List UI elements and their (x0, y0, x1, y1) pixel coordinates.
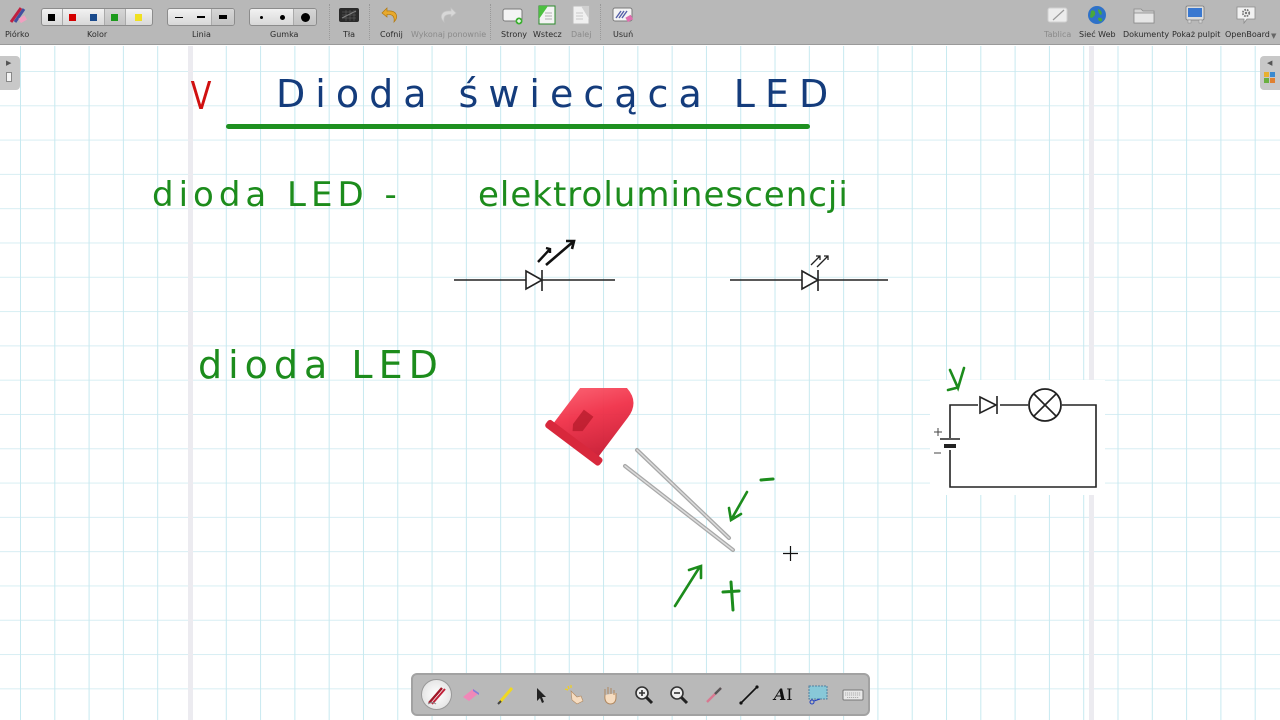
text-icon: AI (773, 685, 793, 704)
folder-icon (1133, 8, 1155, 24)
next-page-icon (572, 5, 590, 25)
led-image (545, 388, 735, 552)
select-tool-button[interactable] (525, 679, 556, 710)
pages-thumbnail-icon (6, 72, 12, 82)
library-icon (1270, 72, 1275, 77)
color-black[interactable] (42, 9, 63, 25)
line-thin[interactable] (168, 9, 190, 25)
redo-icon (441, 7, 457, 24)
web-button[interactable]: Sieć Web (1078, 0, 1116, 45)
page-left-edge (188, 46, 193, 720)
screen-capture-icon (808, 685, 828, 704)
led-symbol-handdrawn (454, 239, 615, 291)
new-page-icon (502, 8, 523, 25)
color-yellow[interactable] (126, 9, 153, 25)
interact-tool-button[interactable] (560, 679, 591, 710)
top-toolbar: Piórko Kolor Linia Gumka Tła Cofnij (0, 0, 1280, 45)
show-desktop-button[interactable]: Pokaż pulpit (1171, 0, 1220, 45)
color-selector (41, 8, 153, 26)
check-mark: V (190, 74, 212, 118)
right-panel-toggle[interactable]: ◀ (1260, 56, 1280, 90)
toolbar-separator (600, 4, 601, 40)
gear-icon (1236, 6, 1256, 25)
pages-button[interactable]: Strony (499, 0, 527, 45)
circuit-diagram (930, 366, 1105, 495)
handwritten-title: Dioda świecąca LED (276, 72, 839, 116)
clear-page-button[interactable]: Usuń (610, 0, 636, 45)
led-polarity-annotations (673, 477, 775, 612)
expand-right-icon: ▶ (6, 59, 12, 67)
highlighter-icon (497, 686, 513, 705)
color-red[interactable] (63, 9, 84, 25)
line-thick[interactable] (212, 9, 234, 25)
line-tool-button[interactable] (733, 679, 764, 710)
grid-background-icon (339, 8, 359, 22)
title-underline (226, 124, 810, 129)
previous-page-button[interactable]: Wstecz (531, 0, 563, 45)
pen-button[interactable]: Piórko (2, 0, 32, 45)
undo-icon (381, 7, 397, 24)
zoom-out-icon (670, 685, 689, 704)
eraser-size-selector (249, 8, 317, 26)
eraser-small[interactable] (250, 9, 272, 25)
tool-palette: AI (411, 673, 870, 716)
expand-left-icon: ◀ (1267, 59, 1273, 67)
eraser-label: Gumka (270, 30, 299, 39)
color-label: Kolor (87, 30, 108, 39)
line-label: Linia (192, 30, 211, 39)
eraser-large[interactable] (294, 9, 316, 25)
backgrounds-button[interactable]: Tła (337, 0, 361, 45)
eraser-tool-button[interactable] (456, 679, 487, 710)
overflow-chevron-icon[interactable]: ▼ (1271, 32, 1277, 40)
handwritten-text-dioda-led: dioda LED - (152, 175, 402, 215)
highlighter-tool-button[interactable] (490, 679, 521, 710)
globe-icon (1088, 6, 1106, 24)
zoom-in-icon (635, 685, 654, 704)
library-icon (1270, 78, 1275, 83)
arrow-cursor-icon (537, 687, 547, 703)
board-icon (1047, 7, 1068, 23)
zoom-out-tool-button[interactable] (664, 679, 695, 710)
color-blue[interactable] (83, 9, 105, 25)
library-icon (1264, 78, 1269, 83)
laser-pointer-icon (706, 686, 722, 703)
line-medium[interactable] (190, 9, 212, 25)
toolbar-separator (329, 4, 330, 40)
undo-button[interactable]: Cofnij (378, 0, 404, 45)
capture-tool-button[interactable] (803, 679, 834, 710)
pen-tool-button[interactable] (421, 679, 452, 710)
previous-page-icon (538, 5, 556, 25)
library-icon (1264, 72, 1269, 77)
redo-button[interactable]: Wykonaj ponownie (410, 0, 486, 45)
eraser-medium[interactable] (272, 9, 294, 25)
handwritten-text-electroluminescence: elektroluminescencji (478, 175, 849, 215)
toolbar-separator (369, 4, 370, 40)
pointing-hand-icon (564, 684, 584, 704)
hand-tool-button[interactable] (594, 679, 625, 710)
pen-icon (428, 686, 447, 705)
crosshair-cursor-icon (783, 546, 798, 561)
eraser-icon (463, 688, 480, 701)
keyboard-icon (842, 689, 864, 700)
monitor-icon (1185, 5, 1205, 24)
line-width-selector (167, 8, 235, 26)
openboard-menu-button[interactable]: OpenBoard (1224, 0, 1270, 45)
line-icon (738, 684, 759, 705)
documents-button[interactable]: Dokumenty (1121, 0, 1169, 45)
board-button[interactable]: Tablica (1044, 0, 1072, 45)
clear-page-icon (612, 7, 634, 23)
handwritten-text-dioda-led-2: dioda LED (198, 343, 444, 387)
text-tool-button[interactable]: AI (768, 679, 799, 710)
next-page-button[interactable]: Dalej (568, 0, 594, 45)
left-panel-toggle[interactable]: ▶ (0, 56, 20, 90)
zoom-in-tool-button[interactable] (629, 679, 660, 710)
color-green[interactable] (104, 9, 126, 25)
led-symbol-standard (730, 255, 888, 291)
toolbar-separator (490, 4, 491, 40)
virtual-keyboard-button[interactable] (837, 679, 868, 710)
hand-icon (604, 686, 617, 705)
laser-pointer-tool-button[interactable] (699, 679, 730, 710)
pen-icon (9, 7, 27, 24)
